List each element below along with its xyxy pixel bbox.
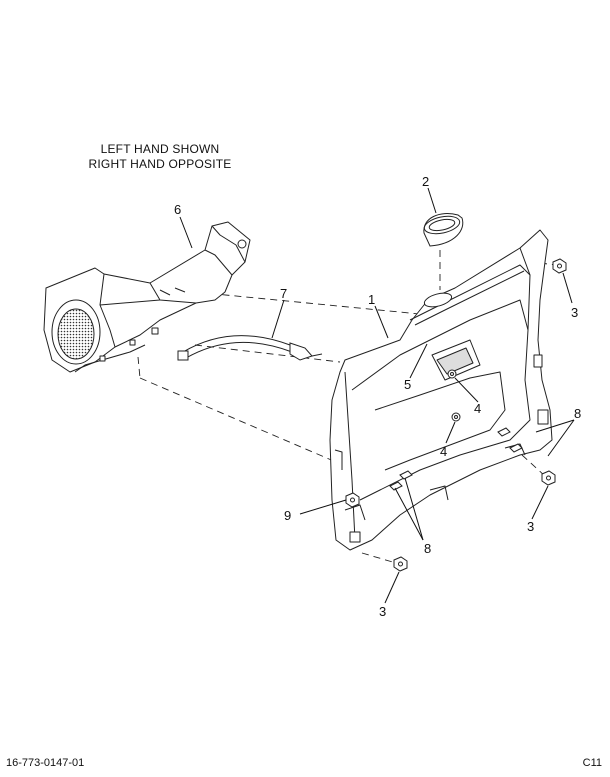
callout-8-bottom: 8 (424, 541, 431, 556)
door-trim-panel-part-1 (329, 229, 553, 551)
fasteners (345, 258, 567, 572)
wire-harness-part-7 (177, 335, 323, 361)
callout-2: 2 (422, 174, 429, 189)
clip-8-icon (389, 427, 523, 491)
orientation-note: LEFT HAND SHOWN RIGHT HAND OPPOSITE (60, 142, 260, 172)
note-line-1: LEFT HAND SHOWN (100, 142, 220, 156)
leader-lines (179, 187, 575, 604)
callout-3-bottom: 3 (379, 604, 386, 619)
screw-4-upper-icon (447, 369, 457, 379)
sheet-id: C11 (582, 757, 602, 769)
nut-9-icon (345, 492, 360, 508)
nut-3-bottom-icon (393, 556, 408, 572)
note-line-2: RIGHT HAND OPPOSITE (88, 157, 232, 171)
callout-4-lower: 4 (440, 444, 447, 459)
speaker-housing-part-6 (43, 221, 251, 373)
pull-cup-part-2 (423, 213, 464, 247)
callout-labels: 2 6 7 1 3 5 4 4 8 9 3 8 3 (174, 174, 581, 619)
callout-7: 7 (280, 286, 287, 301)
callout-6: 6 (174, 202, 181, 217)
callout-8-right: 8 (574, 406, 581, 421)
callout-3-right: 3 (527, 519, 534, 534)
callout-4-upper: 4 (474, 401, 481, 416)
callout-5: 5 (404, 377, 411, 392)
nut-3-right-icon (541, 470, 556, 486)
callout-3-top: 3 (571, 305, 578, 320)
callout-1: 1 (368, 292, 375, 307)
drawing-number: 16-773-0147-01 (6, 757, 85, 769)
callout-9: 9 (284, 508, 291, 523)
nut-3-top-right-icon (552, 258, 567, 274)
screw-4-lower-icon (451, 412, 461, 422)
